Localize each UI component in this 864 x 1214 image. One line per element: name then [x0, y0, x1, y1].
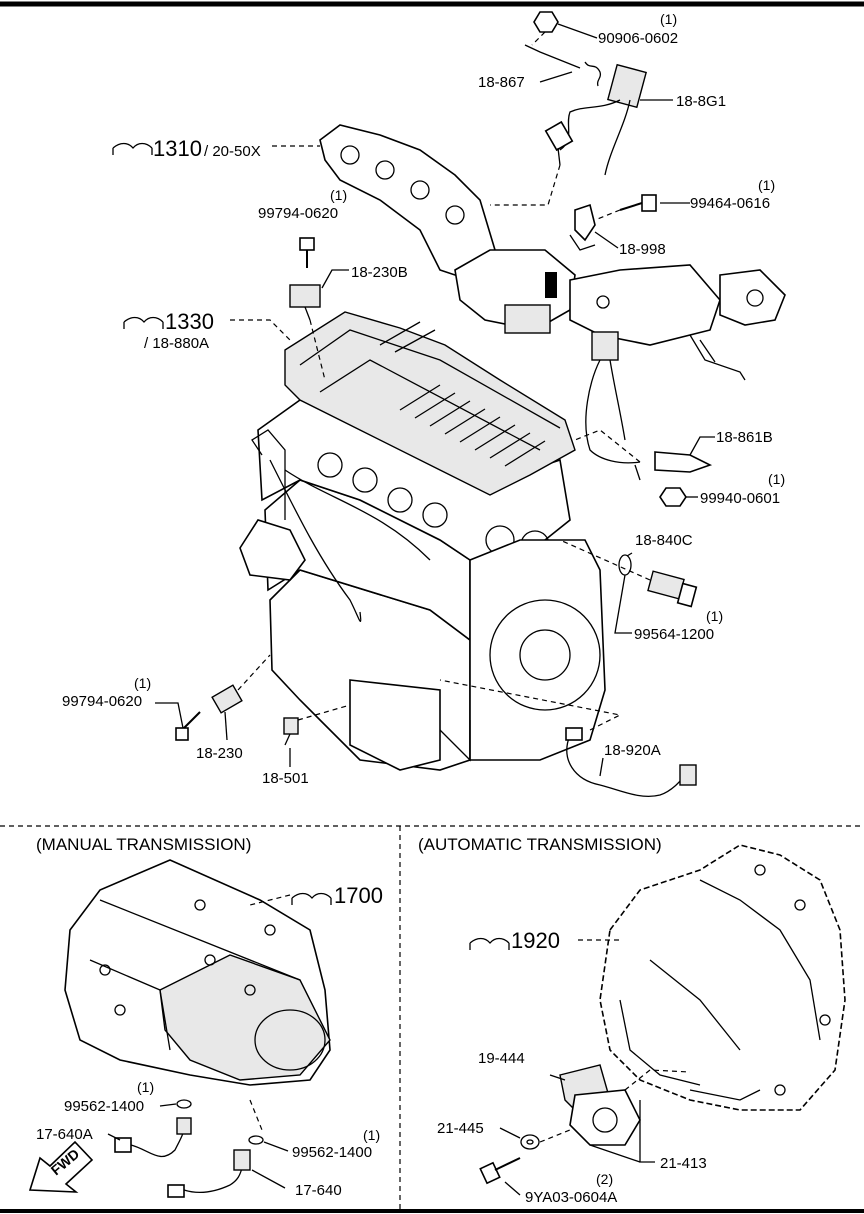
section-automatic-title: (AUTOMATIC TRANSMISSION) — [418, 835, 662, 854]
sensor-17-640A — [114, 1117, 192, 1157]
ref-1310[interactable]: 1310 — [153, 136, 202, 161]
part-9YA03-0604A: 9YA03-0604A — [525, 1189, 617, 1206]
bolt-99464-0616 — [594, 194, 657, 221]
qty-9YA03-0604A: (2) — [596, 1171, 613, 1187]
sensor-18-230 — [211, 654, 271, 714]
qty-99562-1400-b: (1) — [363, 1127, 380, 1143]
manual-transmission — [64, 859, 331, 1131]
book-icon — [123, 316, 164, 329]
sensor-18-230B — [289, 284, 326, 381]
ref-1310-sub: / 20-50X — [204, 143, 261, 160]
qty-99794-0620-top: (1) — [330, 187, 347, 203]
ref-1330-leader — [230, 319, 291, 341]
qty-99564-1200: (1) — [706, 608, 723, 624]
part-17-640A: 17-640A — [36, 1126, 93, 1143]
ref-1700[interactable]: 1700 — [334, 883, 383, 908]
part-18-840C: 18-840C — [635, 532, 693, 549]
qty-90906-0602: (1) — [660, 11, 677, 27]
washer-99562-1400-b — [248, 1135, 264, 1145]
automatic-transmission — [599, 844, 846, 1111]
nut-99940-0601 — [634, 464, 687, 507]
ref-1920[interactable]: 1920 — [511, 928, 560, 953]
part-99794-0620-top: 99794-0620 — [258, 205, 338, 222]
washer-99562-1400-a — [176, 1099, 192, 1109]
bolt-99794-0620-top — [299, 237, 315, 268]
part-18-501: 18-501 — [262, 770, 309, 787]
ref-1330[interactable]: 1330 — [165, 309, 214, 334]
washer-21-445 — [520, 1129, 571, 1150]
leader-lines — [107, 23, 715, 1196]
qty-99464-0616: (1) — [758, 177, 775, 193]
section-manual-title: (MANUAL TRANSMISSION) — [36, 835, 251, 854]
part-18-861B: 18-861B — [716, 429, 773, 446]
part-21-413: 21-413 — [660, 1155, 707, 1172]
ref-1700-leader — [249, 894, 291, 906]
part-17-640: 17-640 — [295, 1182, 342, 1199]
o2-sensor-upper — [490, 63, 648, 206]
part-18-230: 18-230 — [196, 745, 243, 762]
part-99794-0620-bottom: 99794-0620 — [62, 693, 142, 710]
part-19-444: 19-444 — [478, 1050, 525, 1067]
qty-99940-0601: (1) — [768, 471, 785, 487]
part-21-445: 21-445 — [437, 1120, 484, 1137]
part-99564-1200: 99564-1200 — [634, 626, 714, 643]
part-18-867: 18-867 — [478, 74, 525, 91]
part-99562-1400-a: 99562-1400 — [64, 1098, 144, 1115]
part-99940-0601: 99940-0601 — [700, 490, 780, 507]
gasket-99564-1200 — [618, 554, 632, 576]
book-icon — [469, 937, 510, 950]
harness-18-920A — [439, 679, 697, 797]
book-icon — [112, 142, 153, 155]
part-18-8G1: 18-8G1 — [676, 93, 726, 110]
o2-sensor-lower — [574, 331, 713, 473]
exhaust-manifold — [319, 124, 786, 381]
ref-1330-sub: / 18-880A — [144, 335, 209, 352]
bolt-99794-0620-bottom — [175, 711, 201, 741]
part-90906-0602: 90906-0602 — [598, 30, 678, 47]
sensor-18-501 — [283, 704, 351, 746]
part-18-920A: 18-920A — [604, 742, 661, 759]
part-99464-0616: 99464-0616 — [690, 195, 770, 212]
part-99562-1400-b: 99562-1400 — [292, 1144, 372, 1161]
part-18-998: 18-998 — [619, 241, 666, 258]
fwd-arrow-icon: FWD — [28, 1140, 94, 1193]
nut-90906-0602 — [524, 11, 602, 87]
qty-99794-0620-bottom: (1) — [134, 675, 151, 691]
qty-99562-1400-a: (1) — [137, 1079, 154, 1095]
part-18-230B: 18-230B — [351, 264, 408, 281]
bracket-18-998 — [569, 203, 596, 251]
sensor-17-640 — [167, 1149, 251, 1198]
sensor-18-840C — [559, 539, 698, 608]
book-icon — [291, 892, 332, 905]
engine-assembly — [239, 311, 606, 771]
switch-19-444 — [559, 1064, 691, 1146]
bolt-9YA03-0604A — [479, 1157, 521, 1185]
